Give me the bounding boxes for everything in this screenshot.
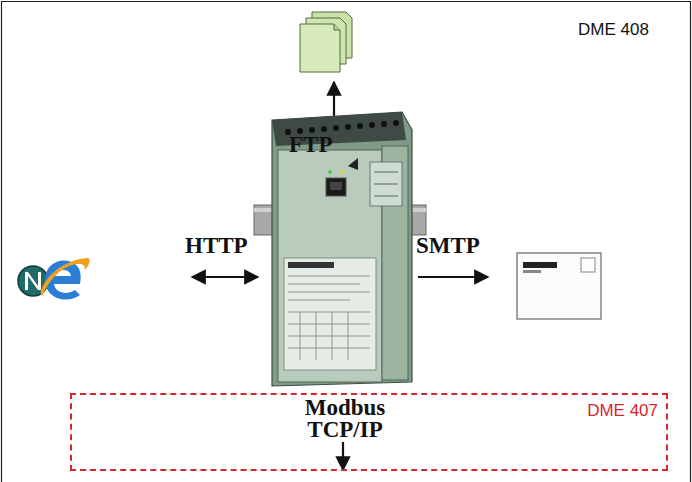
envelope-icon bbox=[517, 253, 601, 319]
device-illustration bbox=[254, 112, 426, 386]
model-label: DME 408 bbox=[578, 20, 649, 40]
protocol-label: FTP bbox=[289, 132, 332, 158]
product-band: DME 407 Modbus TCP/IP bbox=[70, 393, 668, 471]
documents-icon bbox=[300, 12, 352, 72]
internet-explorer-icon bbox=[41, 258, 90, 300]
http-arrow bbox=[192, 276, 258, 278]
protocol-label: Modbus TCP/IP bbox=[285, 397, 405, 441]
modbus-arrow bbox=[342, 442, 344, 470]
smtp-arrow bbox=[418, 276, 488, 278]
protocol-label: HTTP bbox=[185, 233, 248, 259]
protocol-label: SMTP bbox=[416, 233, 480, 259]
model-label: DME 407 bbox=[587, 401, 658, 421]
